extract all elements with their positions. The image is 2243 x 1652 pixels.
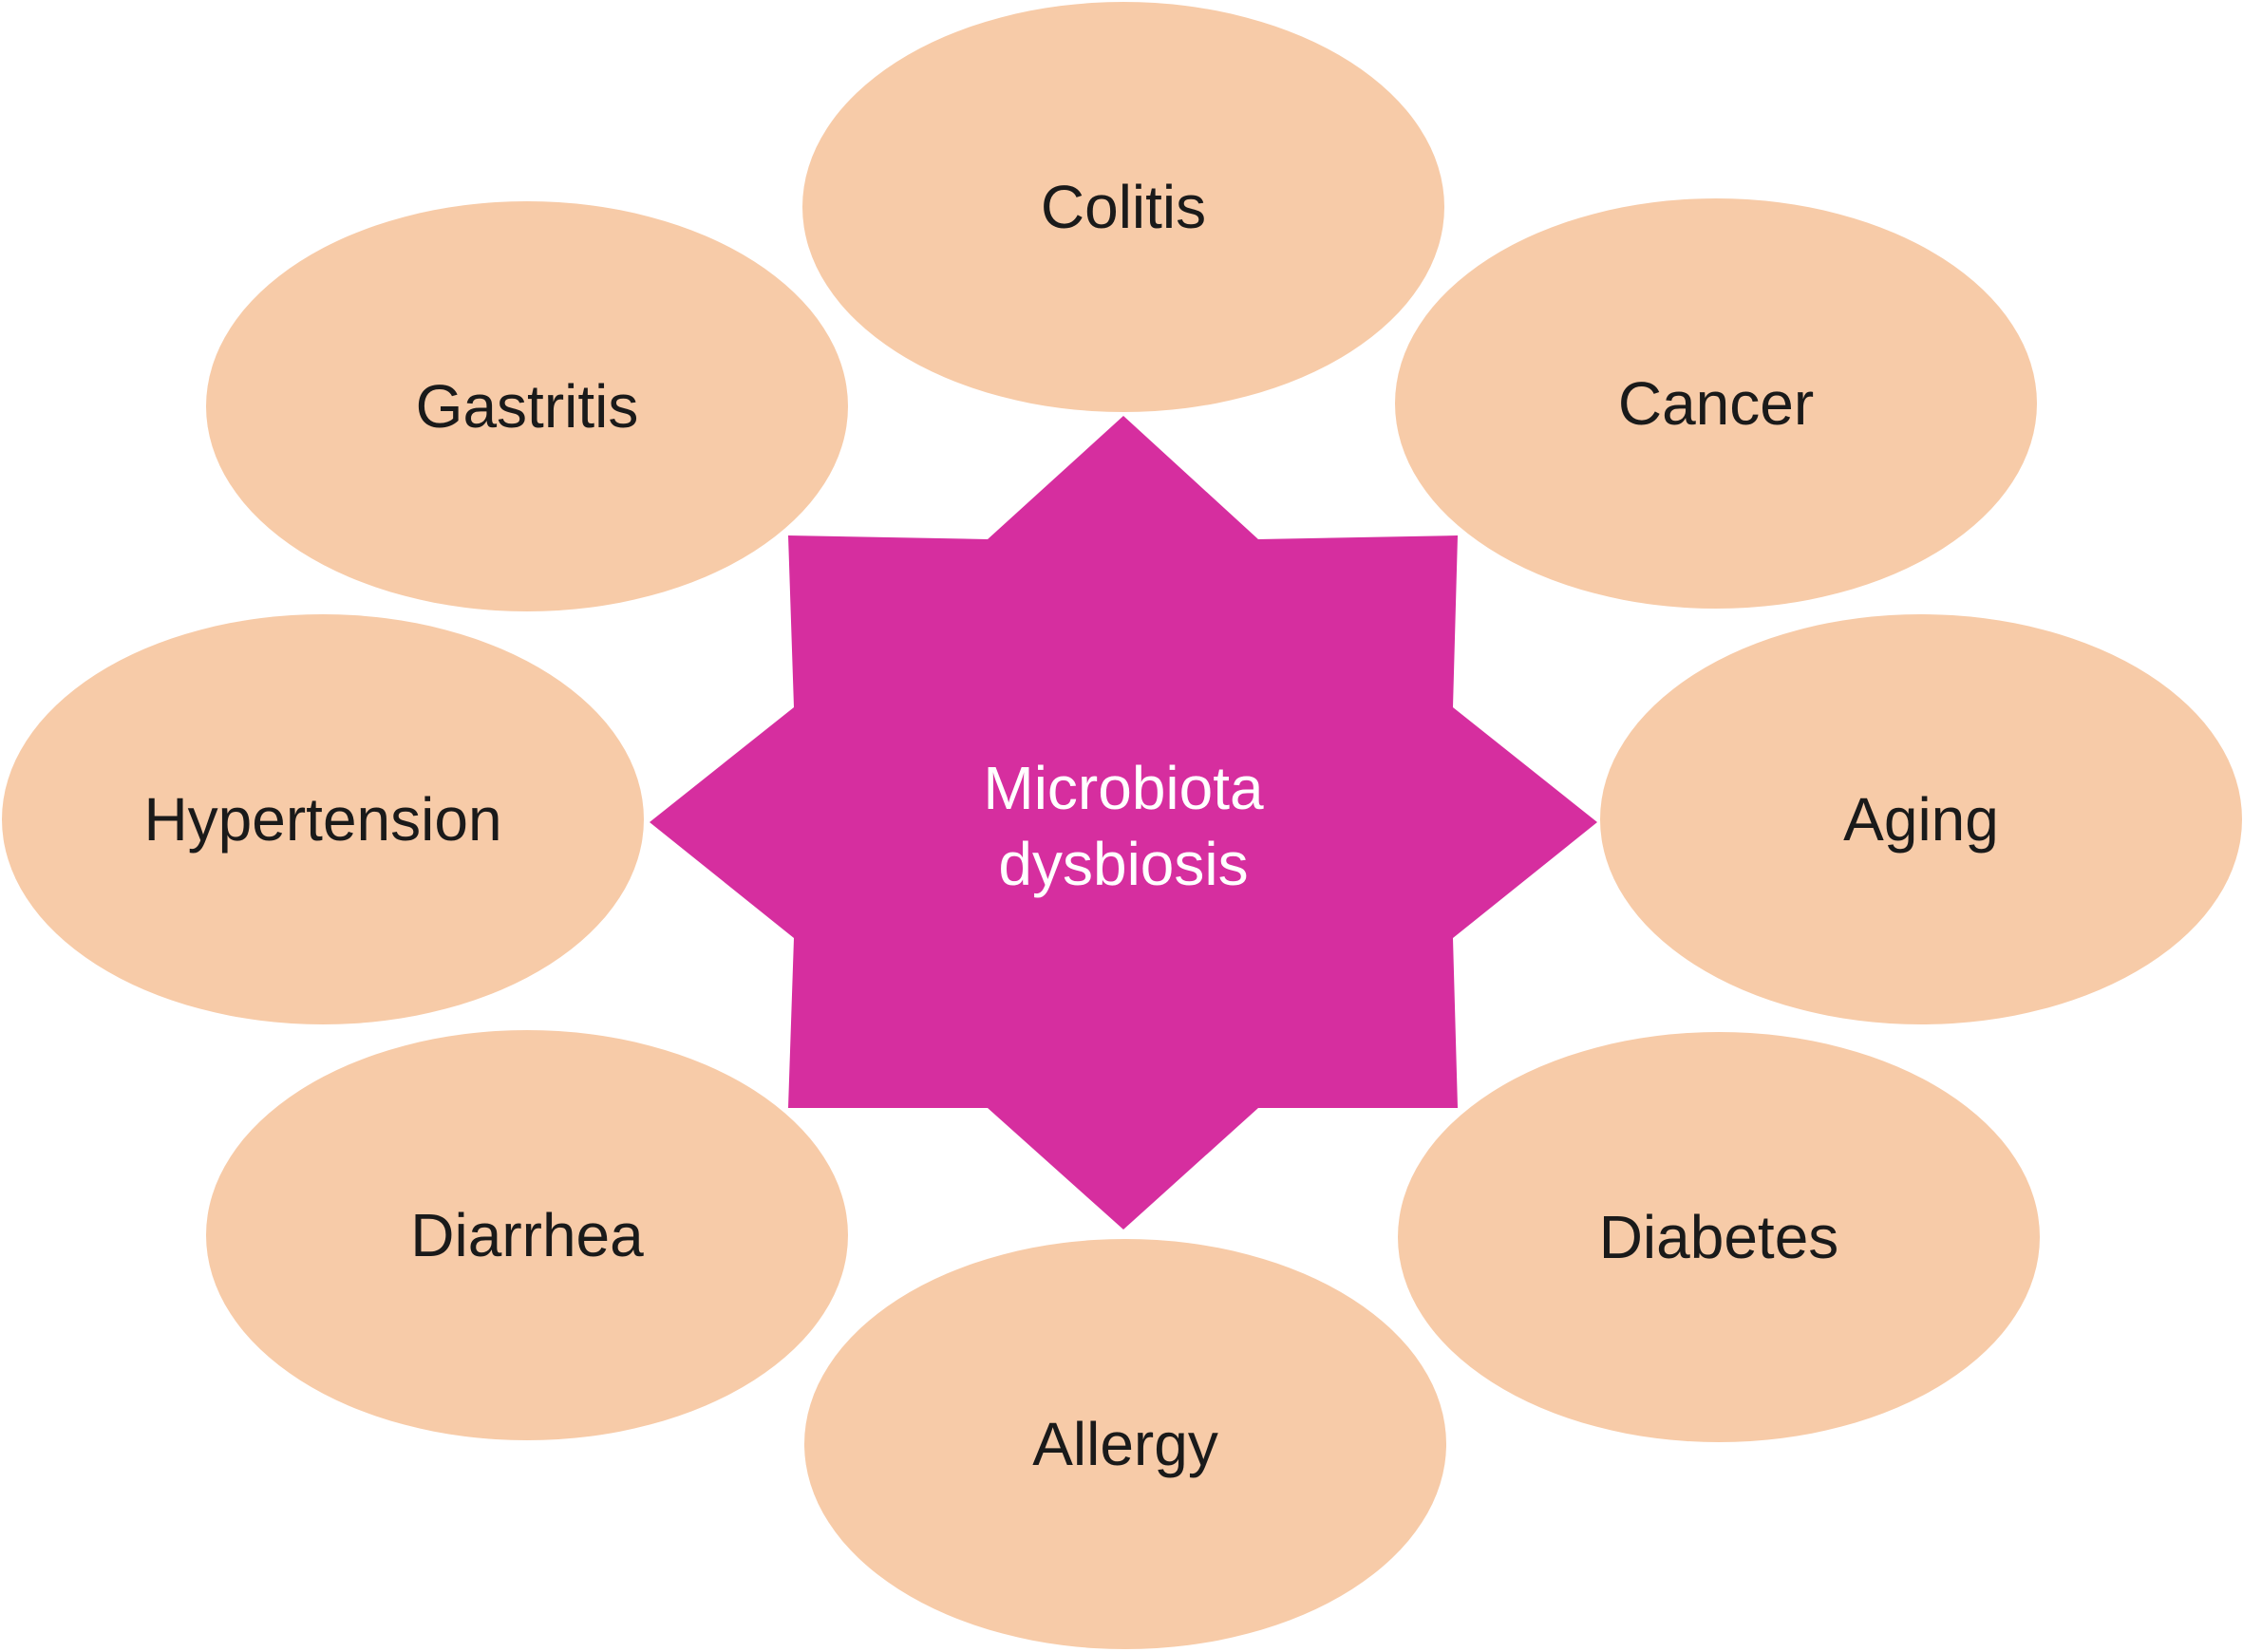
- node-gastritis: Gastritis: [206, 201, 848, 611]
- node-diabetes: Diabetes: [1398, 1032, 2040, 1442]
- node-colitis: Colitis: [802, 2, 1444, 412]
- node-diarrhea-label: Diarrhea: [410, 1201, 644, 1269]
- node-colitis-shape: [802, 2, 1444, 412]
- node-aging-label: Aging: [1843, 785, 1999, 854]
- node-gastritis-shape: [206, 201, 848, 611]
- node-cancer: Cancer: [1395, 198, 2037, 609]
- node-hypertension-label: Hypertension: [143, 785, 501, 854]
- node-cancer-shape: [1395, 198, 2037, 609]
- node-allergy-label: Allergy: [1032, 1410, 1218, 1478]
- node-colitis-label: Colitis: [1041, 173, 1206, 241]
- node-gastritis-label: Gastritis: [416, 372, 639, 441]
- node-aging-shape: [1600, 614, 2242, 1024]
- node-hypertension-shape: [2, 614, 644, 1024]
- node-cancer-label: Cancer: [1618, 369, 1814, 438]
- center-label-line2: dysbiosis: [998, 830, 1248, 898]
- center-label-line1: Microbiota: [983, 754, 1264, 822]
- center-star: [650, 416, 1597, 1230]
- node-diarrhea: Diarrhea: [206, 1030, 848, 1440]
- node-allergy: Allergy: [804, 1239, 1446, 1649]
- node-aging: Aging: [1600, 614, 2242, 1024]
- node-allergy-shape: [804, 1239, 1446, 1649]
- node-diarrhea-shape: [206, 1030, 848, 1440]
- node-diabetes-label: Diabetes: [1599, 1203, 1839, 1271]
- node-diabetes-shape: [1398, 1032, 2040, 1442]
- node-hypertension: Hypertension: [2, 614, 644, 1024]
